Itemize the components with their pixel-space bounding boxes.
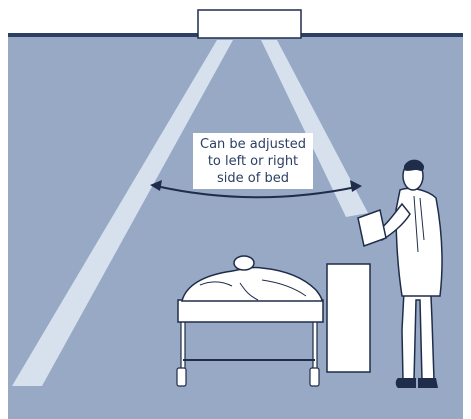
callout-line-3: side of bed bbox=[193, 170, 313, 187]
callout-line-1: Can be adjusted bbox=[193, 136, 313, 153]
callout-line-2: to left or right bbox=[193, 153, 313, 170]
bedside-cabinet bbox=[327, 264, 370, 372]
adjustment-callout: Can be adjusted to left or right side of… bbox=[193, 133, 313, 189]
ceiling-lamp bbox=[198, 10, 301, 38]
